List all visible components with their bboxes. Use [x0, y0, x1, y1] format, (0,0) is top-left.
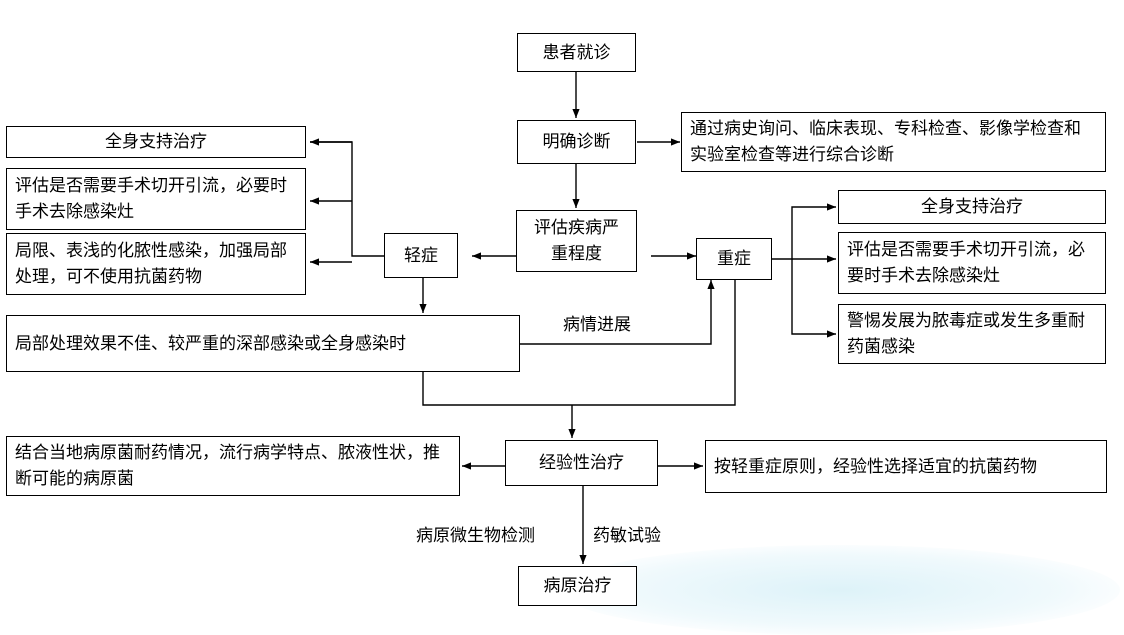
edge-merge-empiric — [422, 278, 736, 406]
node-empiric-right: 按轻重症原则，经验性选择适宜的抗菌药物 — [705, 440, 1107, 493]
node-severe: 重症 — [696, 238, 772, 280]
edge-progression — [520, 280, 715, 345]
node-diagnose: 明确诊断 — [517, 120, 636, 164]
node-empiric-left: 结合当地病原菌耐药情况，流行病学特点、脓液性状，推断可能的病原菌 — [6, 436, 460, 496]
node-mild-support: 全身支持治疗 — [6, 126, 306, 158]
node-empiric-therapy: 经验性治疗 — [505, 440, 658, 486]
node-diagnose-note: 通过病史询问、临床表现、专科检查、影像学检查和实验室检查等进行综合诊断 — [681, 112, 1106, 172]
label-micro-test: 病原微生物检测 — [416, 526, 535, 546]
edge-mild-options — [310, 141, 384, 257]
node-mild-escalate: 局部处理效果不佳、较严重的深部感染或全身感染时 — [6, 315, 520, 372]
node-assess-severity: 评估疾病严重程度 — [516, 210, 637, 272]
node-mild: 轻症 — [384, 233, 458, 278]
node-mild-local: 局限、表浅的化脓性感染，加强局部处理，可不使用抗菌药物 — [6, 233, 306, 295]
node-pathogen-therapy: 病原治疗 — [518, 566, 637, 606]
node-patient-visit: 患者就诊 — [517, 33, 636, 72]
node-mild-surgery: 评估是否需要手术切开引流，必要时手术去除感染灶 — [6, 168, 306, 230]
flow-edges — [310, 72, 836, 564]
label-sensitivity-test: 药敏试验 — [593, 526, 661, 546]
node-severe-surgery: 评估是否需要手术切开引流，必要时手术去除感染灶 — [838, 232, 1106, 294]
node-severe-warning: 警惕发展为脓毒症或发生多重耐药菌感染 — [838, 304, 1106, 364]
label-progression: 病情进展 — [563, 315, 631, 335]
node-severe-support: 全身支持治疗 — [838, 190, 1106, 224]
edge-severe-options — [772, 203, 836, 260]
